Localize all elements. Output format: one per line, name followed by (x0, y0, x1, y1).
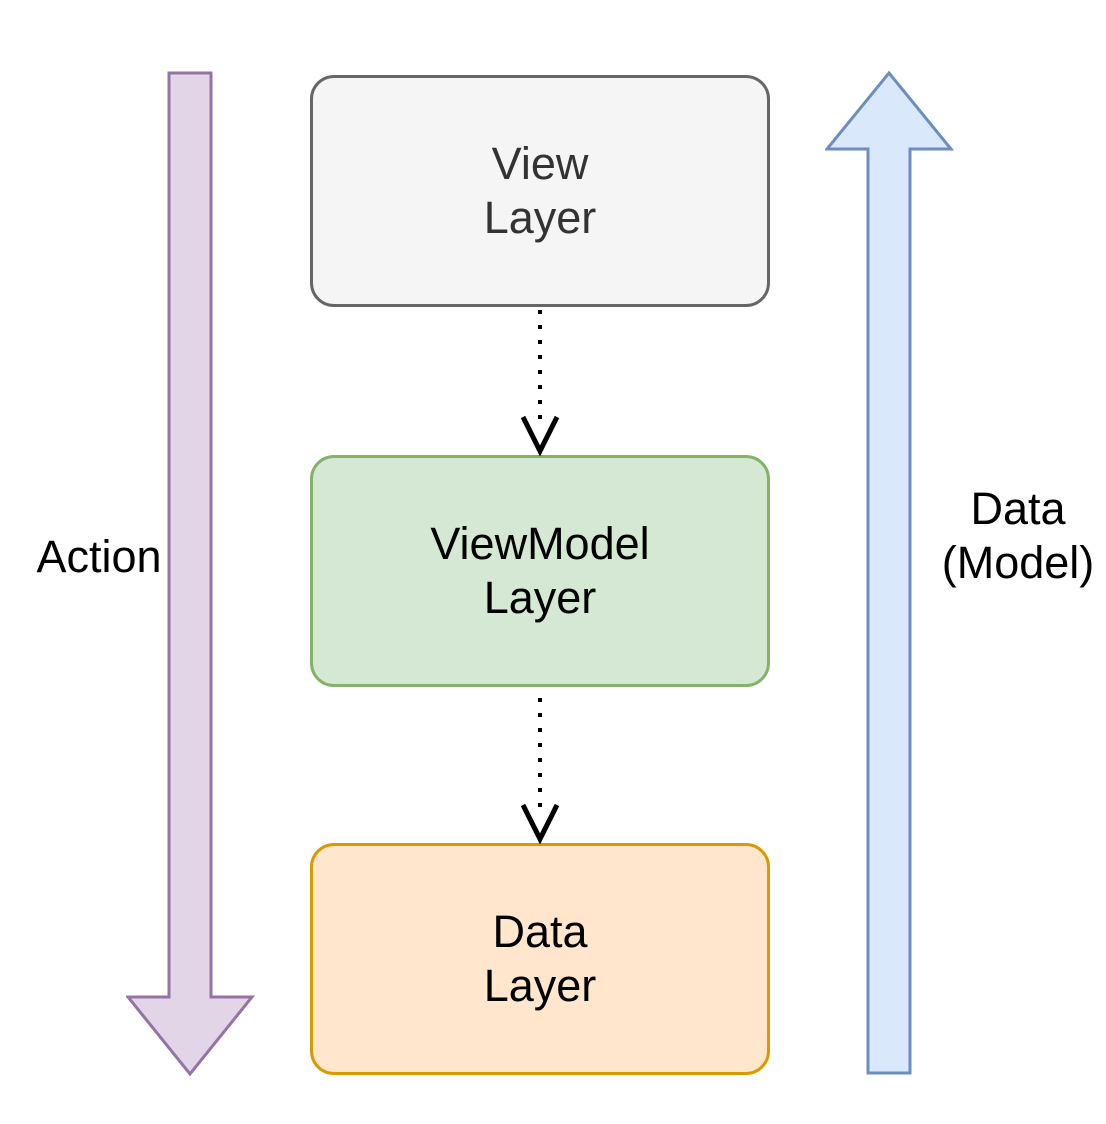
data-model-up-arrow-shape (825, 70, 955, 1075)
data-layer-box: Data Layer (310, 843, 770, 1075)
view-layer-label: View Layer (483, 138, 597, 243)
action-down-arrow (126, 71, 256, 1077)
viewmodel-layer-box: ViewModel Layer (310, 455, 770, 687)
action-down-arrow-shape (126, 71, 256, 1077)
data-layer-label: Data Layer (483, 906, 597, 1011)
connector-viewmodel-to-data (520, 698, 560, 844)
view-layer-box: View Layer (310, 75, 770, 307)
down-arrowhead-icon (520, 415, 560, 456)
connector-view-to-viewmodel (520, 310, 560, 456)
data-model-up-arrow (825, 70, 955, 1075)
viewmodel-layer-label: ViewModel Layer (430, 518, 650, 623)
action-arrow-label: Action (36, 531, 162, 582)
down-arrowhead-icon (520, 803, 560, 844)
data-model-arrow-label: Data (Model) (941, 483, 1095, 588)
